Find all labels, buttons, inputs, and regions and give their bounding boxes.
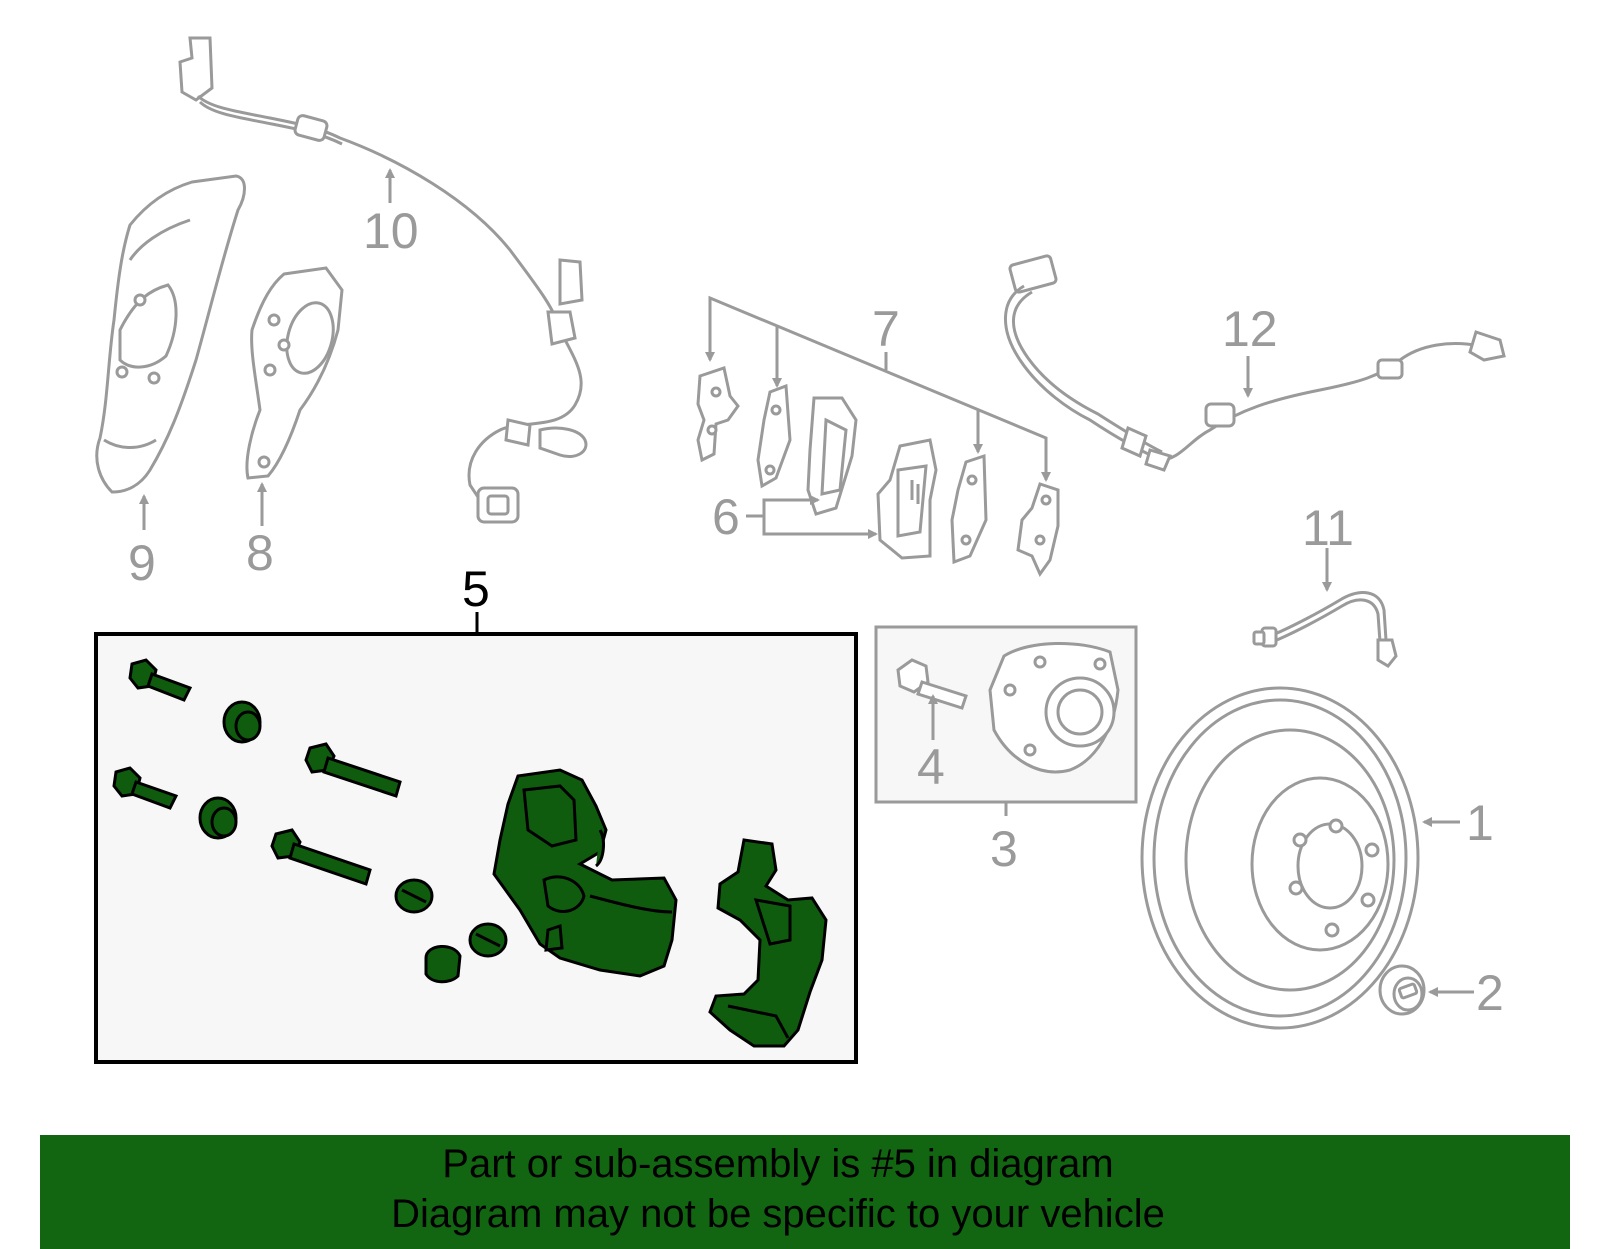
abs-sensor-wire-part-10[interactable] [178,36,588,524]
splash-shield-part-9[interactable] [95,174,246,494]
callout-8: 8 [246,525,274,581]
callout-10: 10 [363,203,419,259]
callout-leader-6 [746,495,878,539]
bleeder-cap [424,945,462,984]
callout-9: 9 [128,535,156,591]
guide-pin-boot-upper [394,878,434,914]
caliper-housing [492,768,678,978]
caliper-bolt-lower-left [112,766,179,810]
callout-7: 7 [872,301,900,357]
brake-pad-outer[interactable] [876,438,938,560]
cap-part-2[interactable] [1378,964,1426,1016]
brake-hardware-clip-right[interactable] [1016,482,1060,578]
brake-hardware-clip-left[interactable] [696,366,740,463]
guide-pin-boot-lower [468,922,508,958]
banner-line-1: Part or sub-assembly is #5 in diagram [442,1142,1114,1186]
callout-1: 1 [1466,795,1494,851]
brake-line-part-11[interactable] [1252,591,1398,668]
callout-leader-7 [705,295,1051,482]
callout-11: 11 [1302,500,1354,556]
caliper-nut-lower [198,796,238,840]
guide-pin-lower [270,828,372,886]
callout-5: 5 [462,561,490,617]
callout-3: 3 [990,821,1018,877]
caliper-bracket [708,838,828,1048]
wheel-hub-bearing[interactable] [988,641,1120,774]
caliper-assembly-part-5[interactable] [112,658,828,1048]
banner-line-2: Diagram may not be specific to your vehi… [391,1192,1165,1236]
info-banner: Part or sub-assembly is #5 in diagram Di… [40,1135,1570,1249]
callout-2: 2 [1476,965,1504,1021]
guide-pin-upper [304,742,402,798]
brake-pad-inner[interactable] [806,396,858,516]
brake-shim-right[interactable] [950,453,988,565]
caliper-nut-upper [222,700,262,744]
brake-shim-left[interactable] [756,383,792,489]
hub-bolt-part-4[interactable] [896,658,968,710]
caliper-assembly-box [94,632,858,1064]
caliper-bolt-upper-left [128,658,193,702]
brake-hose-part-12[interactable] [1004,254,1506,472]
callout-12: 12 [1222,301,1278,357]
backing-plate-part-8[interactable] [245,266,344,480]
brake-rotor-part-1[interactable] [1140,686,1420,1030]
callout-6: 6 [712,489,740,545]
callout-4: 4 [917,739,945,795]
